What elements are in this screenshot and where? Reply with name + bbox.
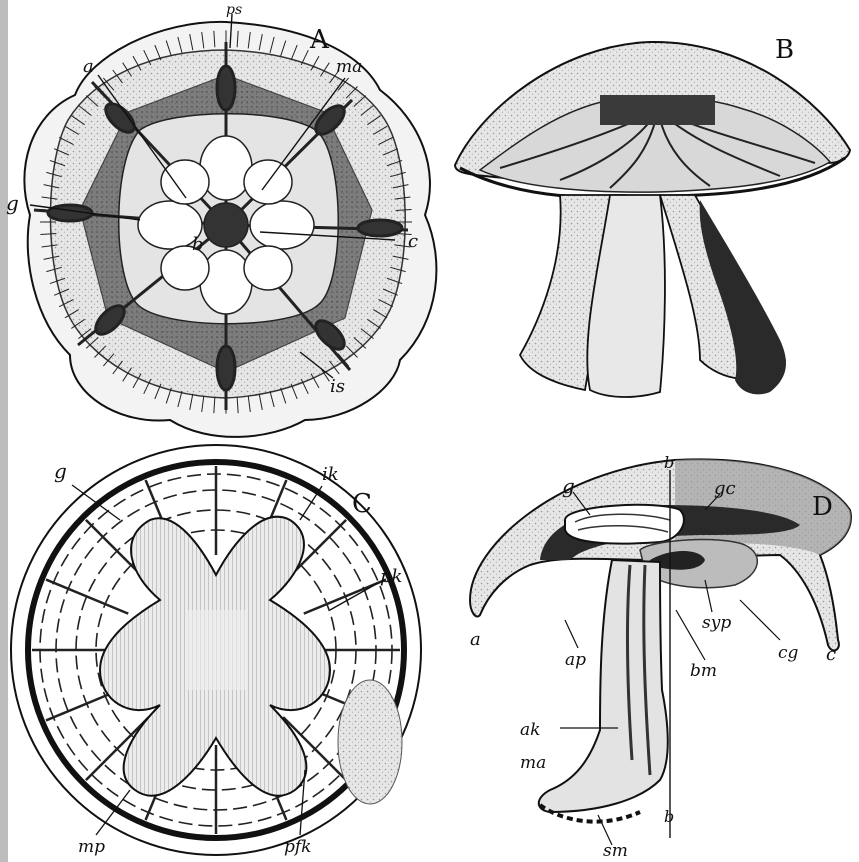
panel-c-stomach-center	[185, 610, 247, 690]
label-b: b	[192, 234, 204, 255]
label-d-c: c	[826, 644, 836, 665]
label-is: is	[330, 376, 345, 397]
label-mp: mp	[78, 837, 105, 857]
scan-border	[0, 0, 8, 862]
panel-a: A ps a ma g b c is	[6, 2, 436, 437]
panel-c-letter: C	[352, 489, 372, 519]
label-ma: ma	[336, 57, 362, 77]
label-d-ma: ma	[520, 753, 546, 773]
label-d-g: g	[562, 474, 575, 498]
label-c: c	[408, 231, 418, 252]
label-ap: ap	[565, 650, 586, 670]
label-c-g: g	[54, 459, 67, 483]
label-d-b-bottom: b	[664, 807, 674, 826]
panel-d-letter: D	[812, 492, 833, 522]
label-a: a	[83, 56, 94, 77]
label-sm: sm	[603, 841, 628, 861]
panel-c: C g ik pk mp pfk	[11, 445, 421, 857]
panel-d: D b g gc a ap cg syp ak bm ma c b sm	[470, 453, 851, 861]
label-d-a: a	[470, 629, 481, 650]
label-gc: gc	[714, 478, 736, 499]
label-pfk: pfk	[284, 837, 311, 857]
label-d-b-top: b	[664, 453, 674, 472]
panel-b: B	[455, 35, 850, 397]
label-pk: pk	[380, 566, 402, 587]
label-g: g	[6, 191, 19, 215]
label-ak: ak	[520, 720, 540, 740]
panel-d-manubrium	[539, 560, 668, 812]
panel-d-gonad-pocket	[565, 505, 684, 544]
label-syp: syp	[702, 613, 731, 633]
panel-b-letter: B	[775, 35, 794, 65]
panel-a-letter: A	[309, 25, 330, 55]
panel-b-stalk-band	[600, 95, 715, 125]
label-bm: bm	[690, 661, 717, 681]
label-ik: ik	[322, 464, 339, 485]
panel-c-stippled-mass	[338, 680, 402, 804]
label-ps: ps	[226, 2, 242, 18]
label-cg: cg	[778, 643, 799, 663]
